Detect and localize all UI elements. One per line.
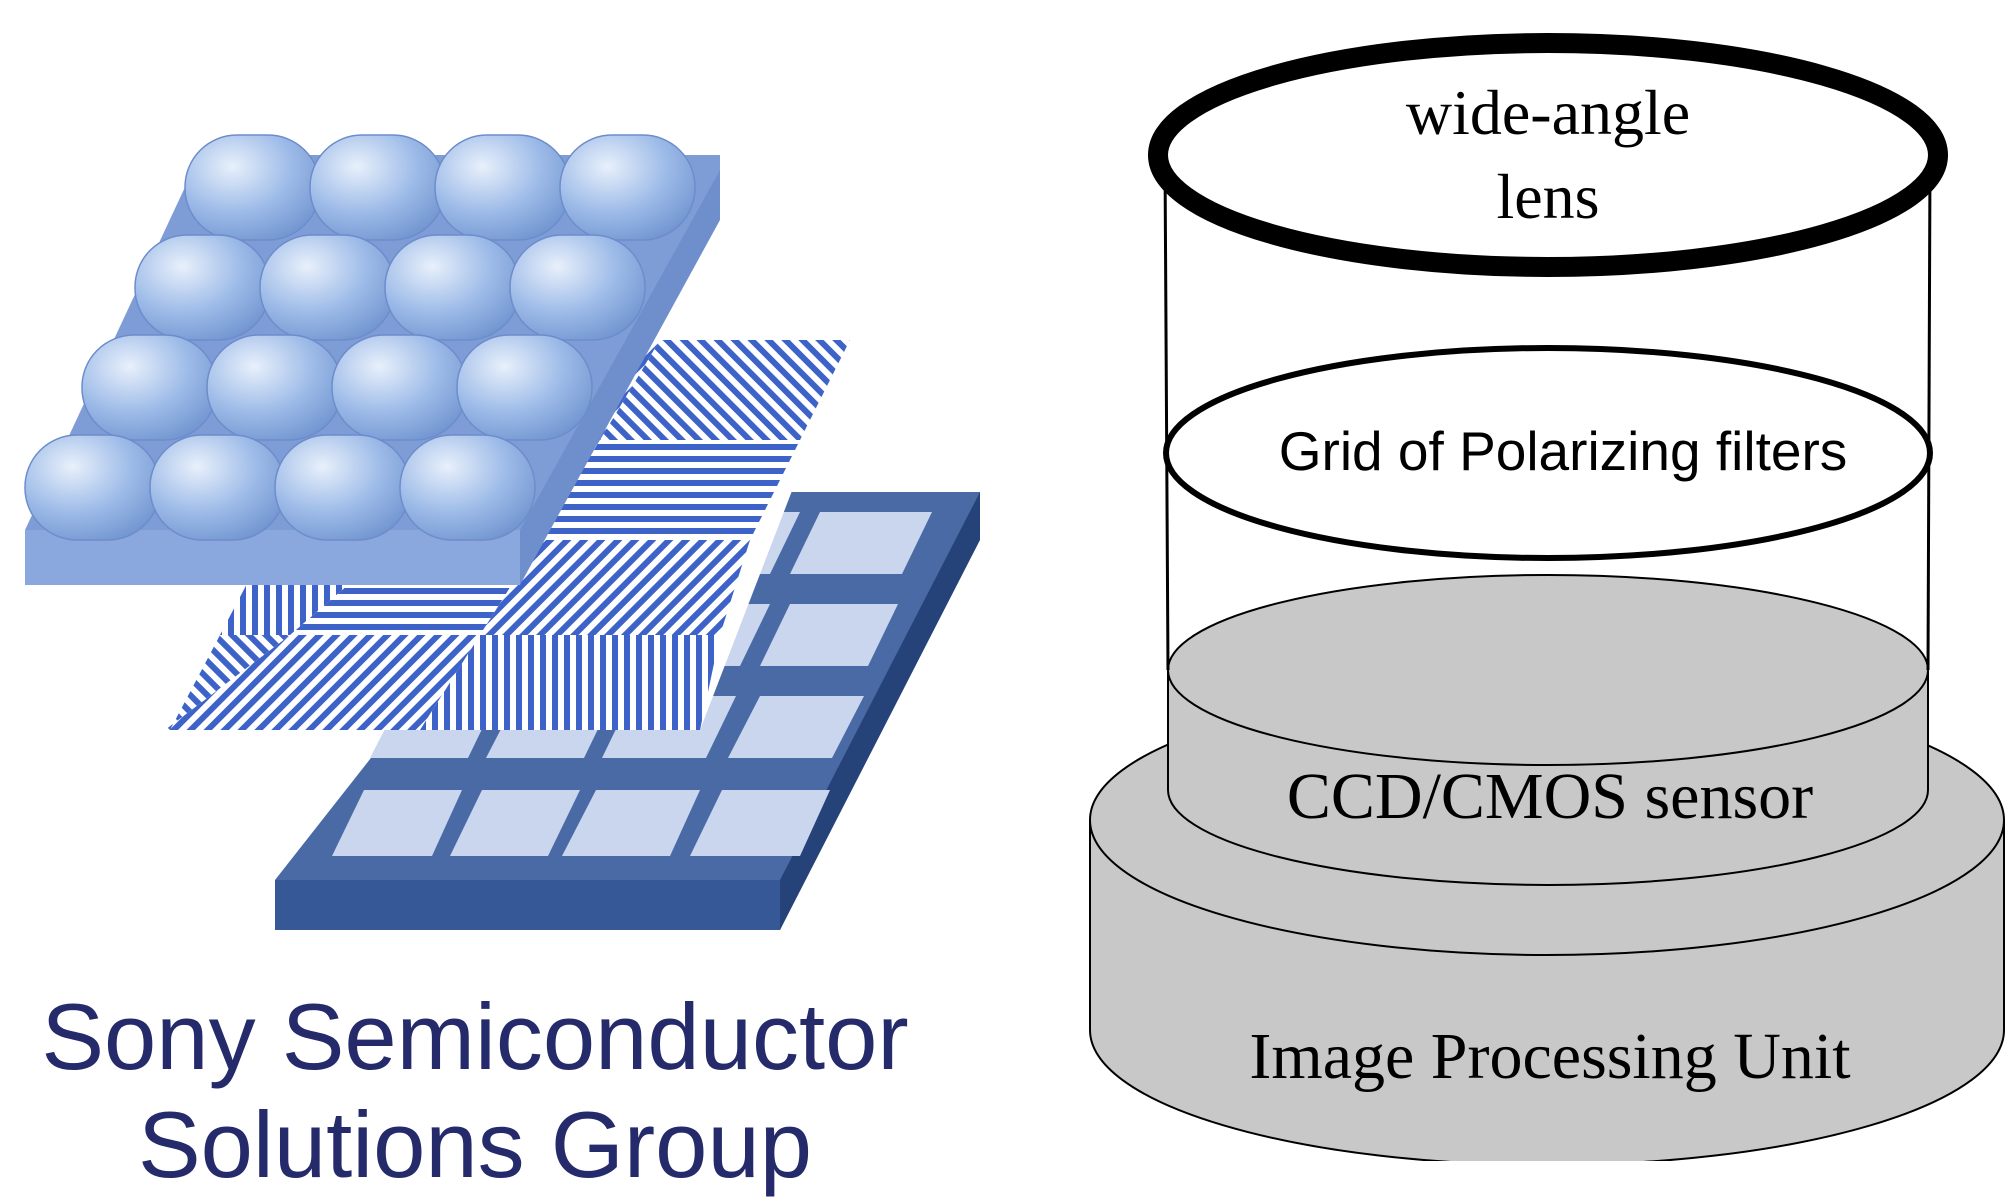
sensor-stack-illustration <box>24 134 980 930</box>
lens-label-line2: lens <box>1496 161 1599 232</box>
camera-stack-diagram <box>1089 33 2005 1161</box>
filter-label: Grid of Polarizing filters <box>1279 420 1848 482</box>
caption-line-2: Solutions Group <box>137 1092 813 1197</box>
figure: wide-angle lens Grid of Polarizing filte… <box>24 33 2005 1161</box>
microlens-array <box>24 134 720 585</box>
sensor-disk <box>1167 574 1929 886</box>
sensor-label: CCD/CMOS sensor <box>1287 760 1813 833</box>
caption-line-1: Sony Semiconductor <box>41 984 909 1089</box>
lens-label-line1: wide-angle <box>1406 77 1690 148</box>
processing-label: Image Processing Unit <box>1249 1020 1850 1093</box>
wide-angle-lens-ellipse <box>1148 33 1948 277</box>
polarizing-filter-ellipse <box>1163 345 1933 561</box>
